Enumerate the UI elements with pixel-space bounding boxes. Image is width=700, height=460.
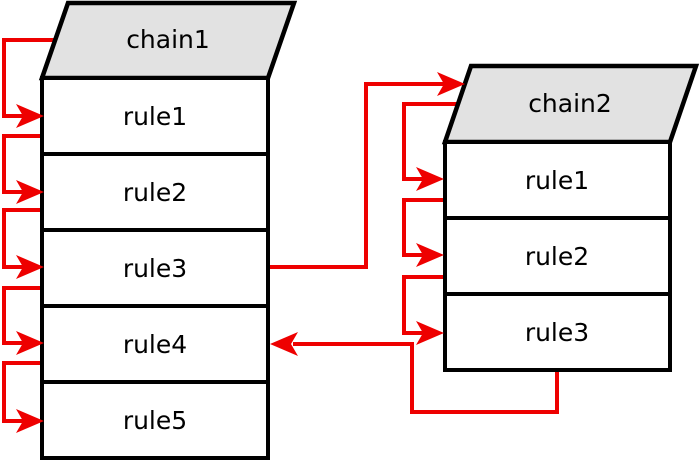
chain2-rule1-label: rule1 [525, 166, 589, 195]
chain1-rule2-label: rule2 [123, 178, 187, 207]
chain1-rule1-box [40, 76, 270, 156]
arrowhead-into-chain2-header [437, 72, 465, 96]
arrow-chain2-rule3-to-chain1-rule4 [293, 342, 559, 414]
chain1-title: chain1 [126, 25, 210, 54]
arrowhead-into-chain1-rule2 [16, 180, 44, 204]
arrow-chain1-rule3-to-chain2 [266, 82, 445, 269]
chain1-rule3-box [40, 228, 270, 308]
arrowhead-return-into-chain1-rule4 [270, 332, 298, 356]
chain2-title: chain2 [528, 89, 612, 118]
arrowhead-into-chain2-rule2 [416, 243, 444, 267]
chain1-group: chain1 rule1 rule2 rule3 rule4 rule5 [38, 0, 298, 460]
chain1-rule5-box [40, 380, 270, 460]
chain2-group: chain2 rule1 rule2 rule3 [441, 63, 700, 372]
arrowhead-into-chain1-rule5 [16, 409, 44, 433]
arrow-chain1-header-to-rule1 [2, 38, 56, 118]
arrow-chain2-rule1-to-rule2 [402, 198, 444, 257]
chain1-rule3-label: rule3 [123, 254, 187, 283]
chain2-rule1-box [443, 140, 672, 220]
chain2-rule3-box [443, 292, 672, 372]
chain2-rule3-label: rule3 [525, 318, 589, 347]
arrowhead-into-chain1-rule3 [16, 255, 44, 279]
arrow-chain1-rule2-to-rule3 [2, 208, 42, 269]
arrowhead-into-chain2-rule1 [416, 167, 444, 191]
arrow-chain2-rule2-to-rule3 [402, 275, 444, 335]
chain1-rule4-box [40, 304, 270, 384]
arrowhead-into-chain1-rule1 [16, 104, 44, 128]
chain2-rule2-box [443, 216, 672, 296]
arrow-chain1-rule1-to-rule2 [2, 134, 42, 194]
arrowhead-into-chain1-rule4-left [16, 331, 44, 355]
arrowheads [16, 72, 465, 433]
arrow-chain2-header-to-rule1 [402, 102, 458, 181]
chain1-rule4-label: rule4 [123, 330, 187, 359]
arrow-chain1-rule3-to-rule4 [2, 286, 42, 345]
chain1-rule5-label: rule5 [123, 406, 187, 435]
arrow-chain1-rule4-to-rule5 [2, 361, 42, 423]
chain2-rule2-label: rule2 [525, 242, 589, 271]
arrowhead-into-chain2-rule3 [416, 321, 444, 345]
arrow-shafts [2, 38, 559, 423]
chain1-rule1-label: rule1 [123, 102, 187, 131]
